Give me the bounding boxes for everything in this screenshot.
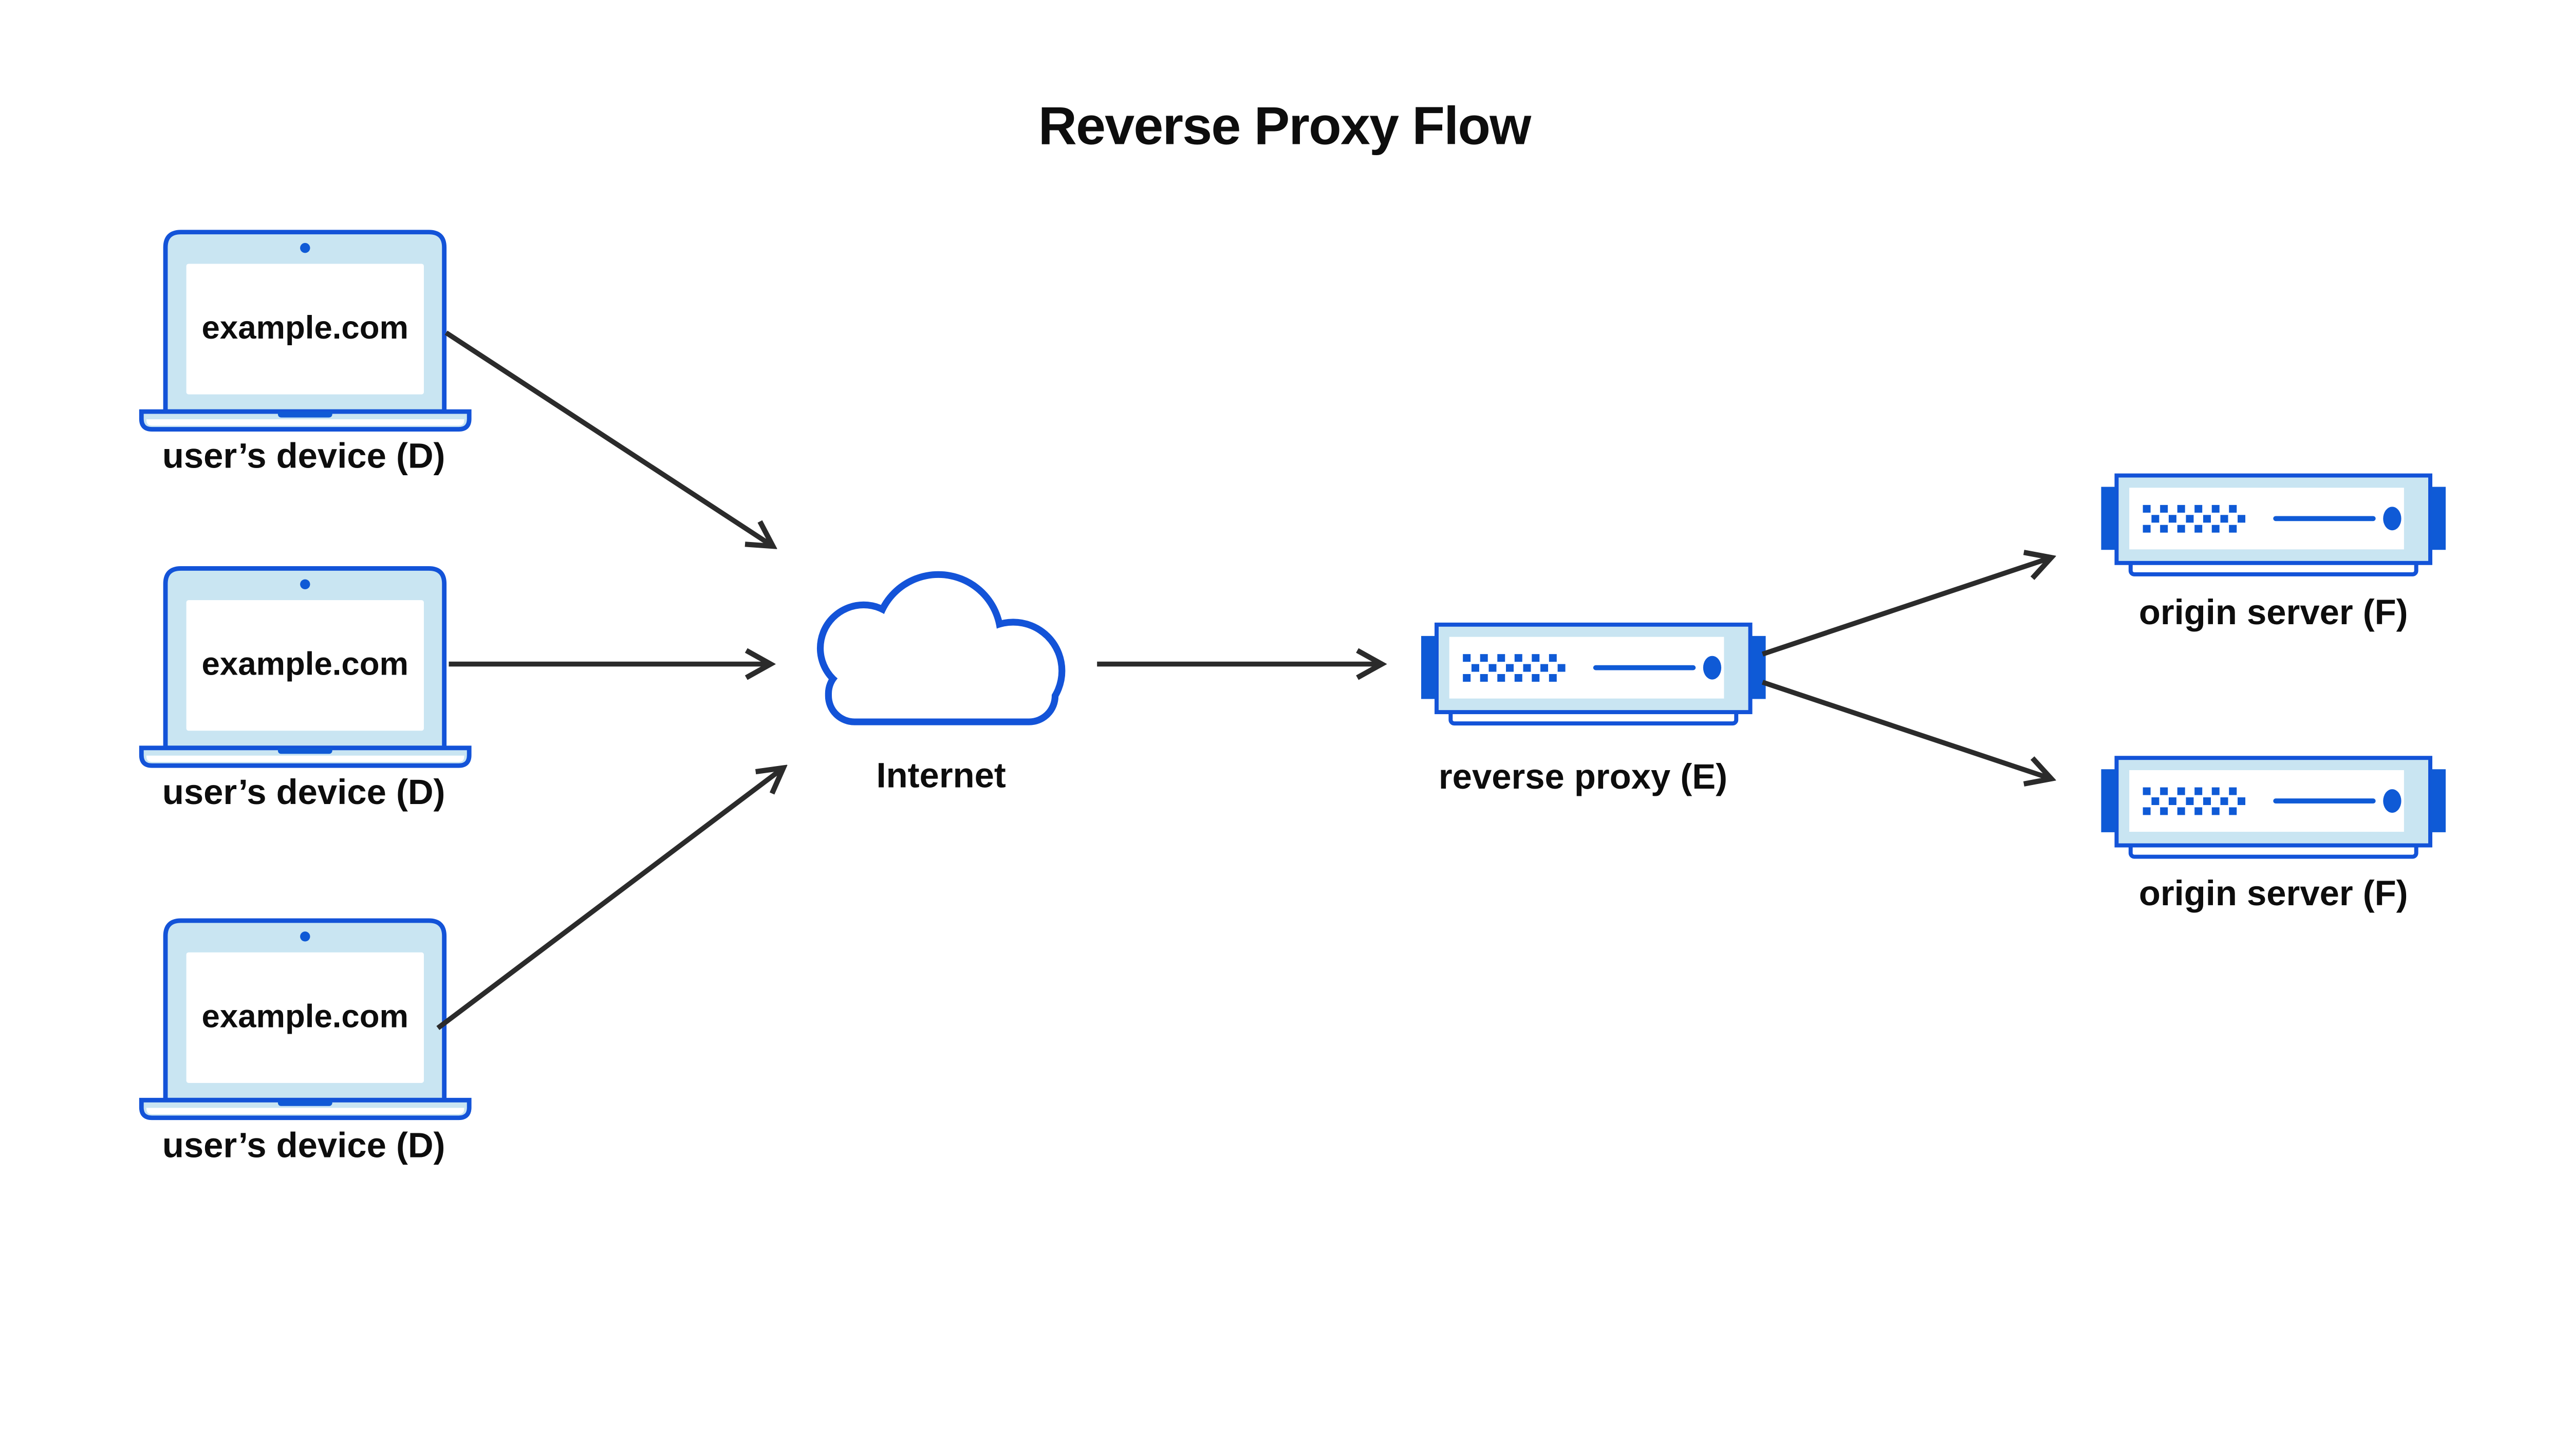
diagram-page: Reverse Proxy Flow example.com user’s de… [139, 96, 2448, 1165]
arrow-proxy-to-origin2 [1761, 680, 2051, 779]
device-2-label: user’s device (D) [162, 772, 445, 812]
reverse-proxy-label: reverse proxy (E) [1439, 757, 1727, 796]
cloud-icon [816, 571, 1066, 725]
origin-server-2-label: origin server (F) [2139, 873, 2408, 913]
device-1-screen-text: example.com [202, 309, 408, 346]
origin-server-1-label: origin server (F) [2139, 592, 2408, 632]
origin-server-1 [2101, 476, 2446, 574]
diagram-title: Reverse Proxy Flow [1038, 97, 1532, 156]
device-3-screen-text: example.com [202, 998, 408, 1034]
device-3-label: user’s device (D) [162, 1126, 445, 1165]
internet-label: Internet [877, 756, 1006, 795]
reverse-proxy-flow-diagram: Reverse Proxy Flow example.com user’s de… [139, 96, 2448, 1165]
device-2-screen-text: example.com [202, 646, 408, 682]
arrow-proxy-to-origin1 [1761, 557, 2051, 657]
arrow-device3-to-internet [436, 768, 783, 1030]
reverse-proxy [1421, 625, 1766, 723]
origin-server-2 [2101, 758, 2446, 856]
arrow-device1-to-internet [444, 330, 773, 547]
device-1-label: user’s device (D) [162, 436, 445, 476]
